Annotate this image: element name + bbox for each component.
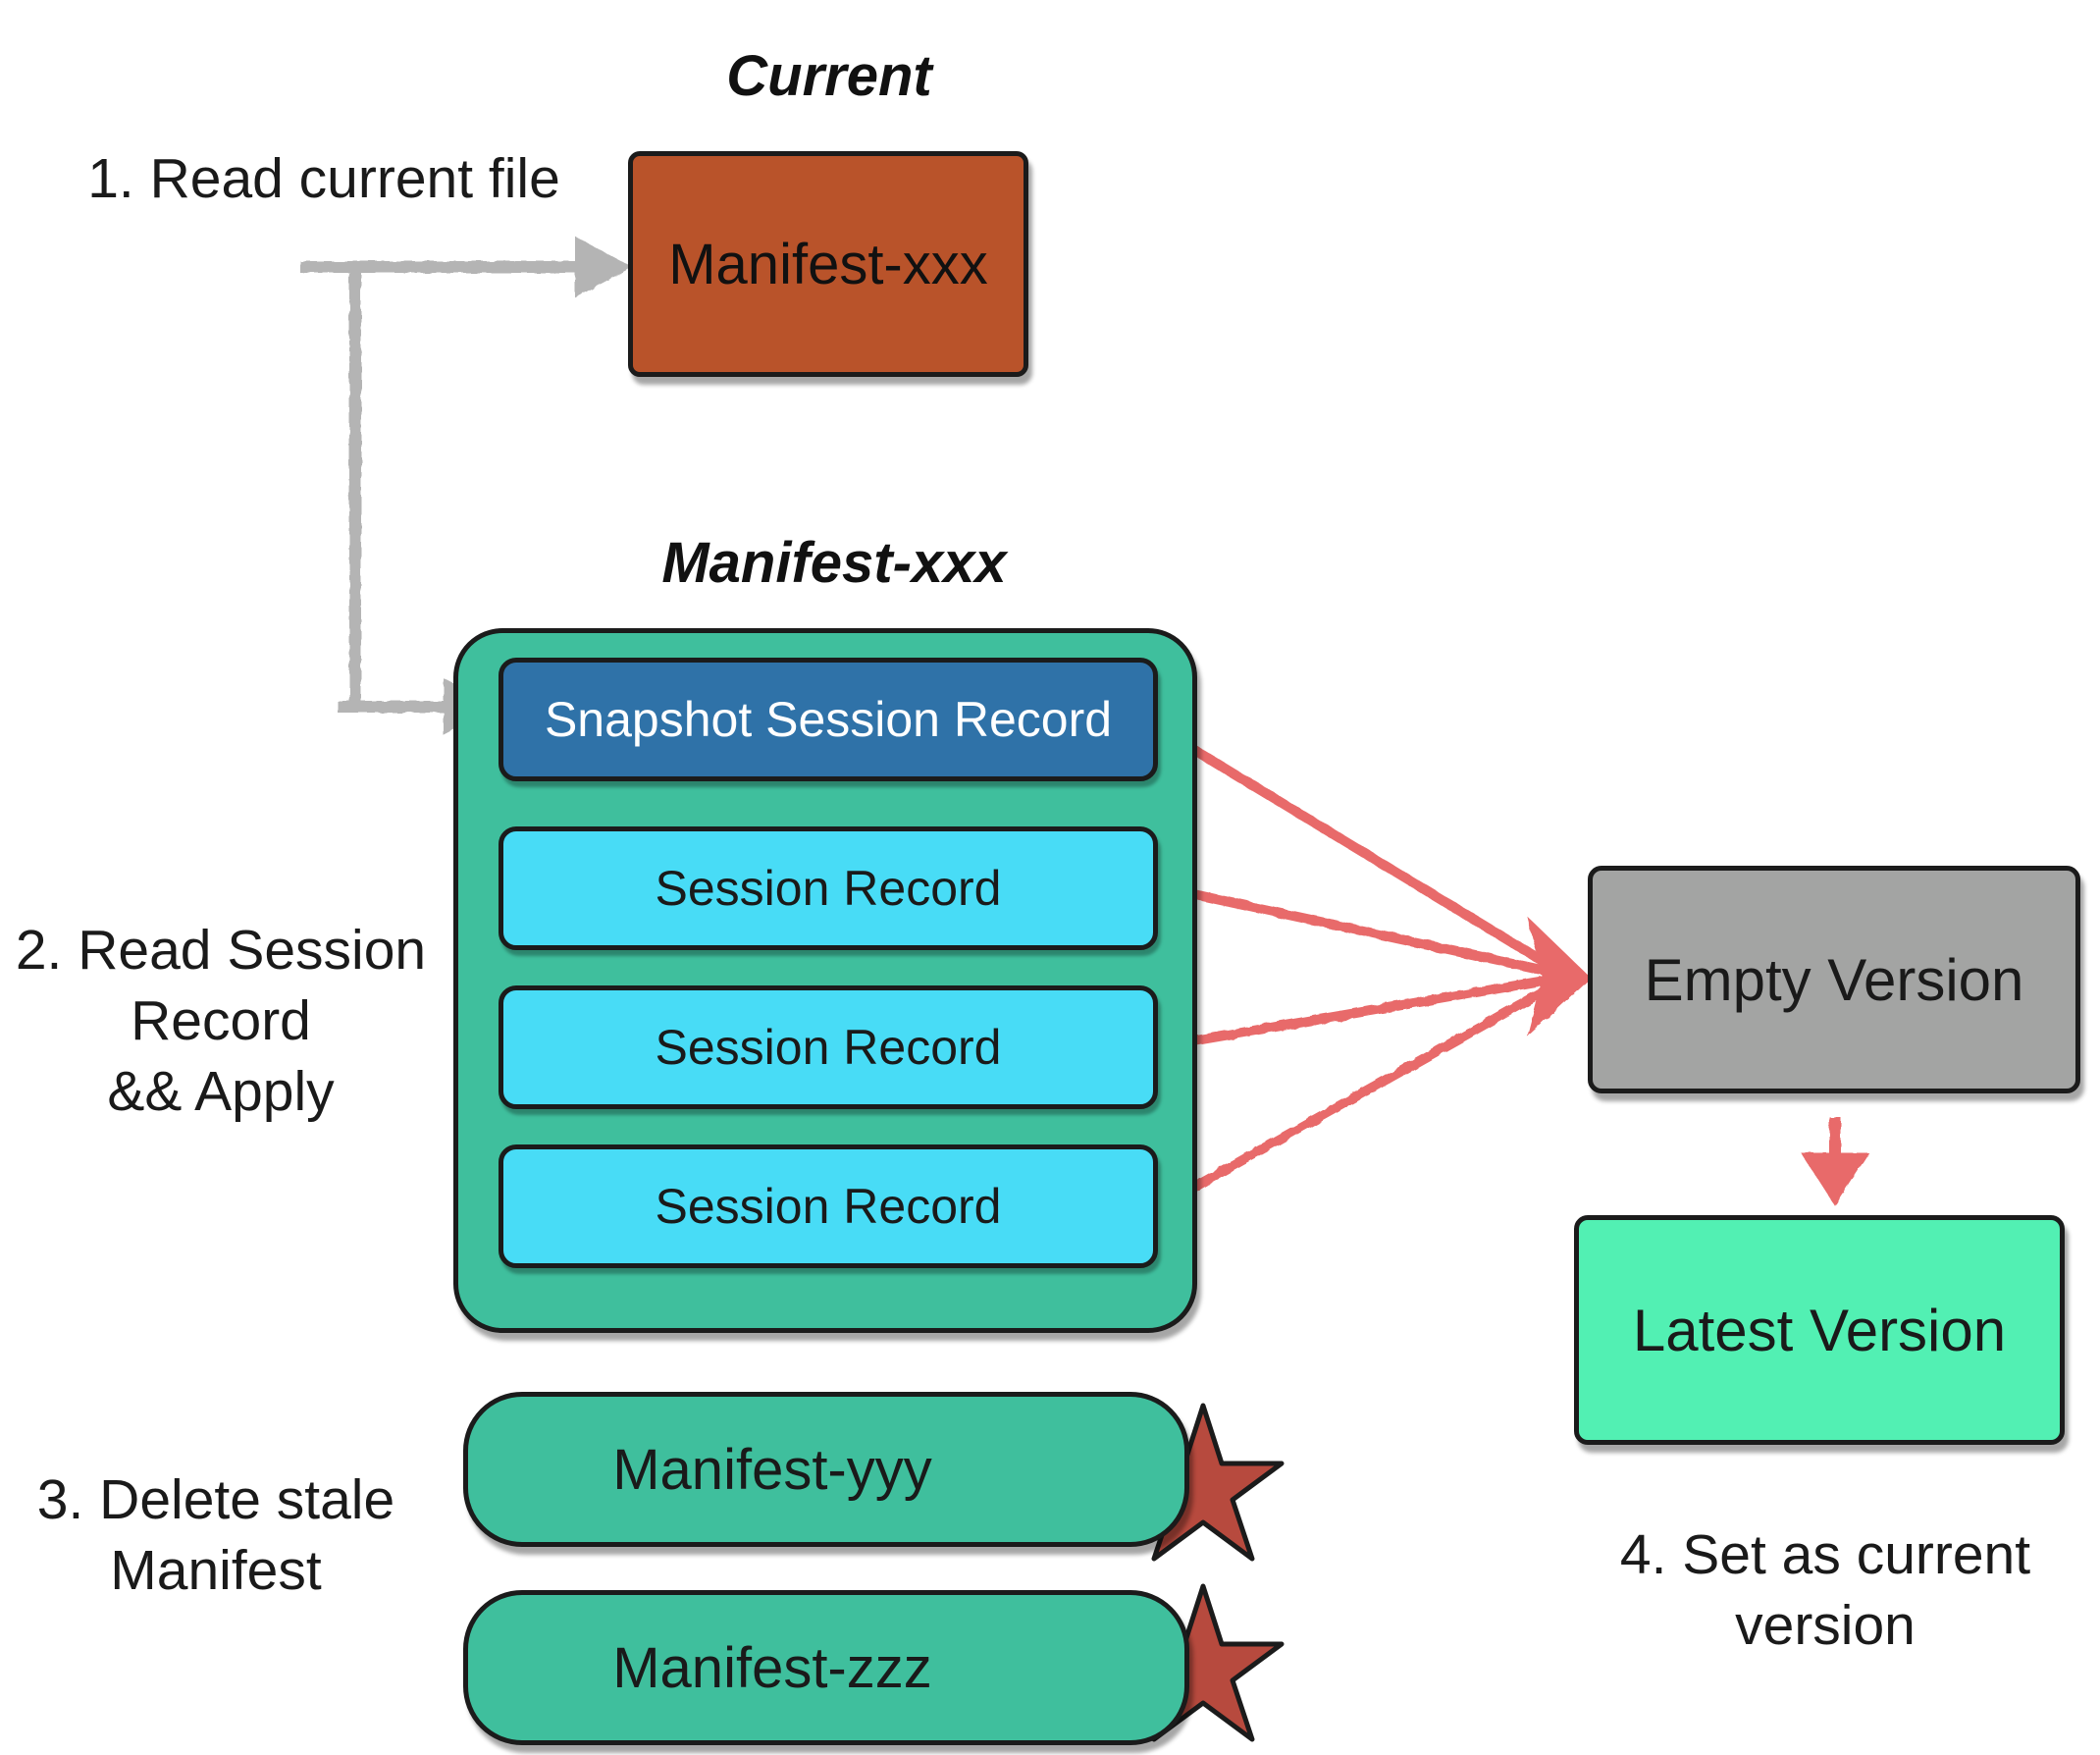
red-down-arrow [1801,1117,1869,1206]
session-record: Session Record [499,985,1158,1109]
step-4-label: 4. Set as current version [1619,1523,2031,1657]
snapshot-record-label: Snapshot Session Record [544,692,1113,747]
stale-manifest-yyy: Manifest-yyy [463,1392,1189,1547]
latest-version-box: Latest Version [1574,1215,2065,1445]
session-record: Session Record [499,826,1158,950]
stale-manifest-label: Manifest-zzz [612,1635,932,1700]
latest-version-label: Latest Version [1632,1297,2007,1363]
manifest-title: Manifest-xxx [661,531,1007,595]
current-manifest-box: Manifest-xxx [628,151,1028,377]
current-manifest-label: Manifest-xxx [668,232,988,296]
session-record-label: Session Record [655,1179,1002,1234]
stale-manifest-label: Manifest-yyy [612,1437,932,1502]
snapshot-session-record: Snapshot Session Record [499,658,1158,781]
red-apply-arrows [1157,725,1591,1210]
empty-version-box: Empty Version [1588,866,2080,1093]
stale-manifest-zzz: Manifest-zzz [463,1590,1189,1745]
step-3-label: 3. Delete stale Manifest [36,1468,395,1602]
current-title: Current [726,44,932,108]
session-record: Session Record [499,1144,1158,1268]
step-2-label: 2. Read Session Record && Apply [15,919,427,1123]
session-record-label: Session Record [655,861,1002,916]
empty-version-label: Empty Version [1644,946,2024,1013]
session-record-label: Session Record [655,1020,1002,1075]
step-1-label: 1. Read current file [87,147,560,210]
